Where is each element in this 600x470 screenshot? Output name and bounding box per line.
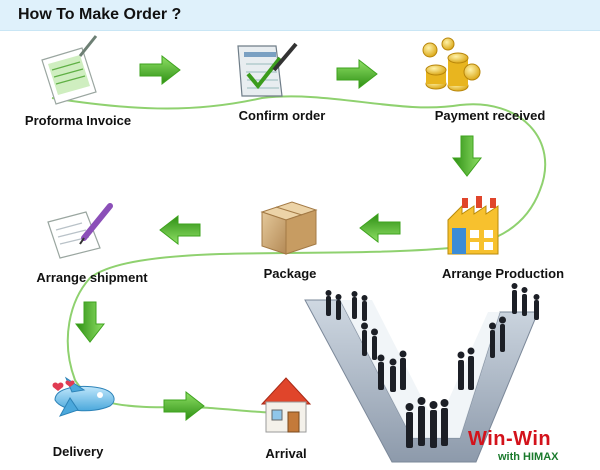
step-label-confirm-order: Confirm order — [238, 108, 326, 123]
flow-arrow-confirm-to-payment — [336, 58, 378, 90]
flow-arrow-production-to-package — [359, 212, 401, 244]
flow-arrow-payment-to-production — [451, 135, 483, 177]
step-label-proforma-invoice: Proforma Invoice — [24, 113, 132, 128]
step-label-delivery: Delivery — [52, 444, 104, 459]
factory-icon — [447, 196, 499, 255]
checklist-pen-icon — [237, 42, 298, 97]
document-icon — [41, 35, 98, 105]
cardboard-box-icon — [260, 201, 318, 255]
document-pen-icon — [47, 203, 113, 259]
flow-arrow-invoice-to-confirm — [139, 54, 181, 86]
with-himax-subtitle: with HIMAX — [498, 451, 559, 463]
header-bar: How To Make Order ? — [0, 0, 600, 31]
flow-arrow-shipment-to-delivery — [74, 301, 106, 343]
win-win-v-illustration — [304, 283, 540, 463]
gold-coins-icon — [422, 37, 481, 92]
step-label-payment-received: Payment received — [434, 108, 546, 123]
win-win-title: Win-Win — [468, 428, 552, 450]
step-label-arrange-shipment: Arrange shipment — [36, 270, 148, 285]
flow-arrow-delivery-to-arrival — [163, 390, 205, 422]
step-label-arrival: Arrival — [265, 446, 307, 461]
airplane-icon — [52, 376, 115, 417]
page-title: How To Make Order ? — [18, 6, 182, 23]
house-icon — [260, 377, 312, 433]
step-label-arrange-production: Arrange Production — [441, 266, 565, 281]
step-label-package: Package — [263, 266, 317, 281]
flow-arrow-package-to-shipment — [159, 214, 201, 246]
